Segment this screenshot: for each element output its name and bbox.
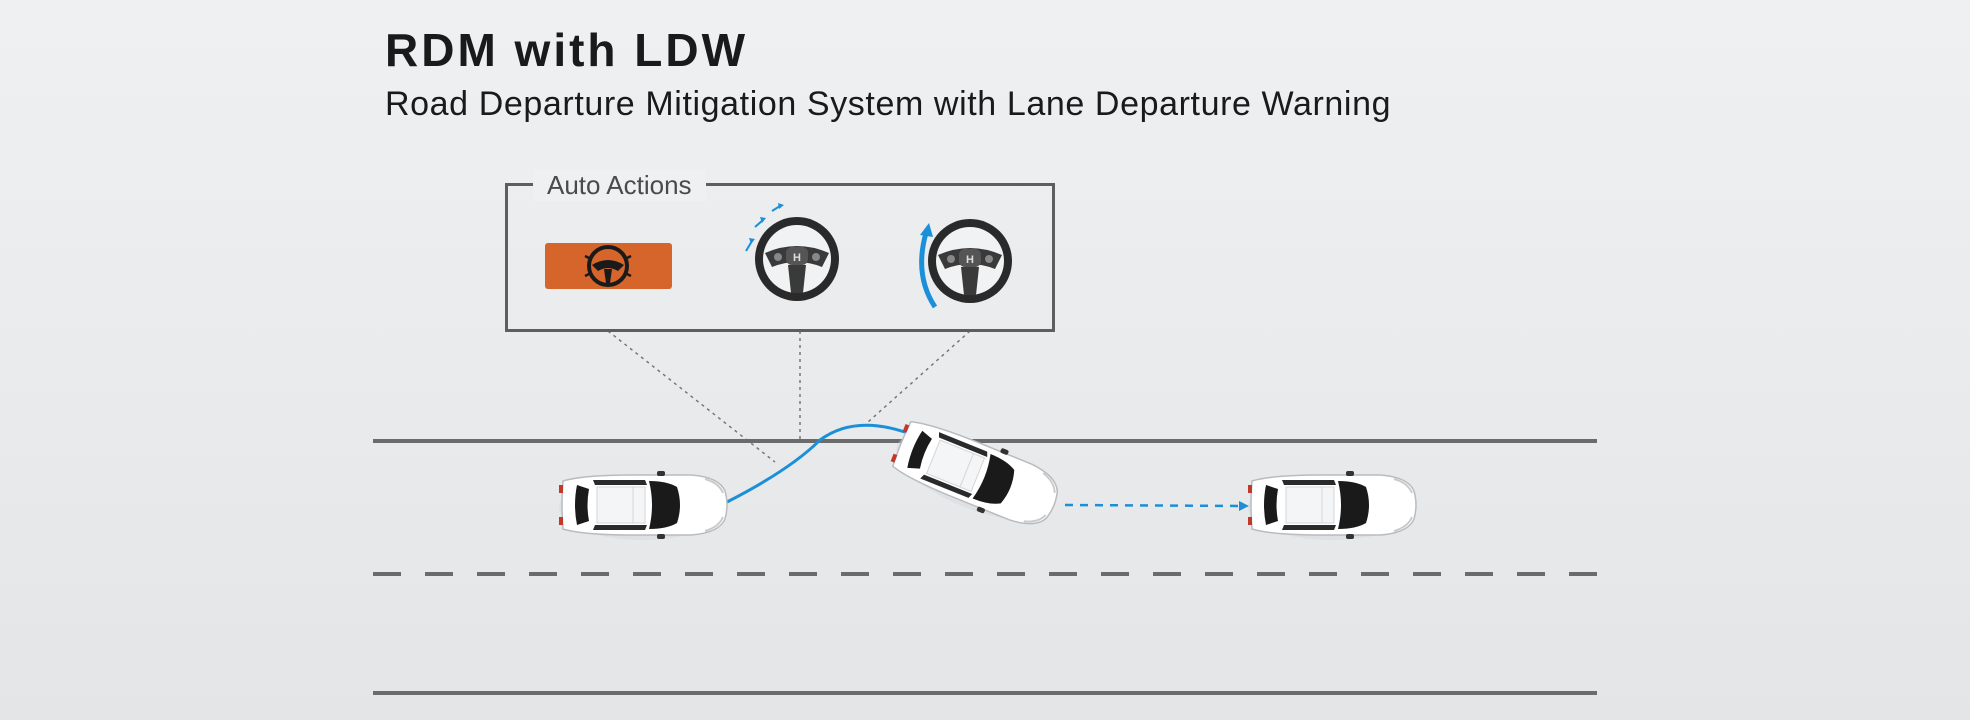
page-subtitle: Road Departure Mitigation System with La…: [385, 85, 1392, 123]
car-corrected: [1247, 470, 1417, 541]
car-departing: [884, 410, 1068, 539]
departure-path: [724, 423, 919, 505]
steering-wheel-vibration-icon: H: [745, 203, 839, 301]
car-start: [558, 470, 728, 541]
page-title: RDM with LDW: [385, 24, 749, 76]
steering-warning-badge: [545, 243, 672, 289]
svg-text:H: H: [966, 254, 974, 266]
steering-wheel-correction-icon: H: [919, 219, 1012, 309]
steering-warning-icon: [584, 245, 632, 287]
svg-text:H: H: [793, 252, 801, 264]
correction-path: [1064, 500, 1249, 511]
auto-actions-panel: [505, 183, 1055, 332]
auto-actions-label: Auto Actions: [533, 169, 706, 201]
callout-line-3: [867, 330, 971, 423]
